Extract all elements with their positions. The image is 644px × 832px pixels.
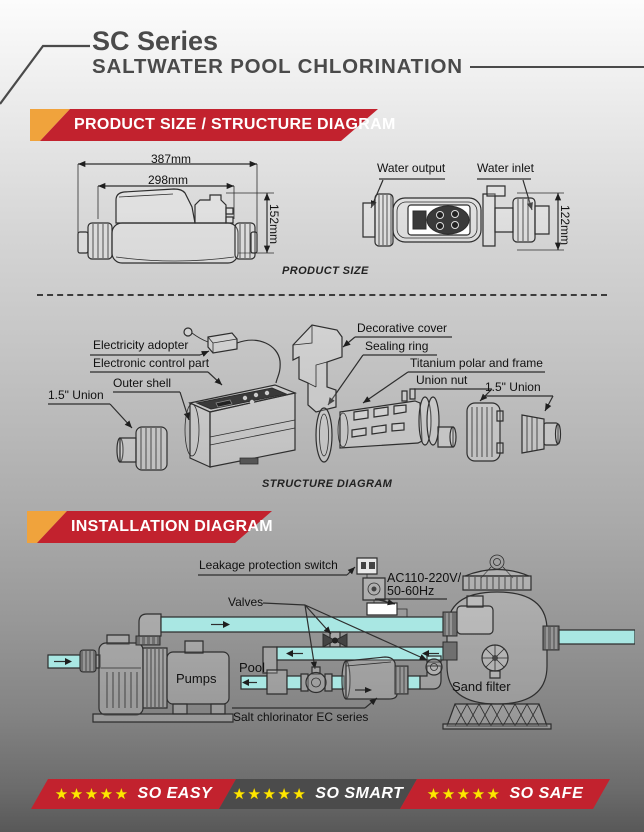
structure-label-outer-shell: Outer shell [113,376,172,390]
header-left-decoration-line [0,0,100,112]
pumps-label: Pumps [176,671,217,686]
footer-badges: ★★★★★ SO EASY ★★★★★ SO SMART ★★★★★ SO SA… [0,779,644,809]
header-right-decoration-line [470,66,644,68]
structure-exploded-drawing [40,315,625,490]
salt-chlorinator-label: Salt chlorinator EC series [233,710,369,724]
banner-red-ribbon [27,511,272,543]
valves-label: Valves [228,595,264,609]
badge-label: SO SAFE [509,785,584,802]
section-banner-installation: INSTALLATION DIAGRAM [27,511,273,543]
product-side-view-drawing [58,160,298,275]
dimension-top-view-height: 122mm [558,204,572,245]
dashed-divider [37,294,607,296]
dimension-height: 152mm [267,203,281,244]
section-banner-product-structure: PRODUCT SIZE / STRUCTURE DIAGRAM [30,109,395,141]
structure-label-union-right: 1.5" Union [485,380,541,394]
pool-label: Pool [239,660,266,675]
dimension-body-length: 298mm [147,173,188,187]
badge-so-smart: ★★★★★ SO SMART [219,779,417,809]
water-inlet-label: Water inlet [477,161,534,175]
power-spec-label-line2: 50-60Hz [387,584,435,598]
leakage-protection-switch-label: Leakage protection switch [199,558,338,572]
banner-title: INSTALLATION DIAGRAM [71,518,273,535]
banner-title: PRODUCT SIZE / STRUCTURE DIAGRAM [74,116,396,133]
star-rating-icons: ★★★★★ [54,786,130,803]
badge-so-safe: ★★★★★ SO SAFE [400,779,610,809]
structure-label-titanium-polar-frame: Titanium polar and frame [410,356,543,370]
sand-filter-label: Sand filter [452,679,511,694]
installation-diagram-drawing [35,548,635,753]
star-rating-icons: ★★★★★ [232,786,308,803]
page-subtitle: SALTWATER POOL CHLORINATION [92,55,463,78]
product-size-caption: PRODUCT SIZE [282,265,369,277]
structure-label-decorative-cover: Decorative cover [357,321,448,335]
structure-label-union-left: 1.5" Union [48,388,104,402]
structure-label-sealing-ring: Sealing ring [365,339,429,353]
structure-diagram-caption: STRUCTURE DIAGRAM [262,478,393,490]
dimension-overall-length: 387mm [150,152,191,166]
banner-red-ribbon [30,109,378,141]
star-rating-icons: ★★★★★ [426,786,502,803]
structure-label-union-nut: Union nut [416,373,468,387]
water-output-label: Water output [377,161,446,175]
page-title: SC Series [92,26,219,56]
badge-label: SO EASY [137,785,213,802]
structure-label-electricity-adopter: Electricity adopter [93,338,189,352]
badge-so-easy: ★★★★★ SO EASY [31,779,236,809]
product-top-view-drawing [355,158,643,276]
badge-label: SO SMART [315,785,404,802]
structure-label-electronic-control-part: Electronic control part [93,356,210,370]
power-spec-label-line1: AC110-220V/ [387,571,462,585]
